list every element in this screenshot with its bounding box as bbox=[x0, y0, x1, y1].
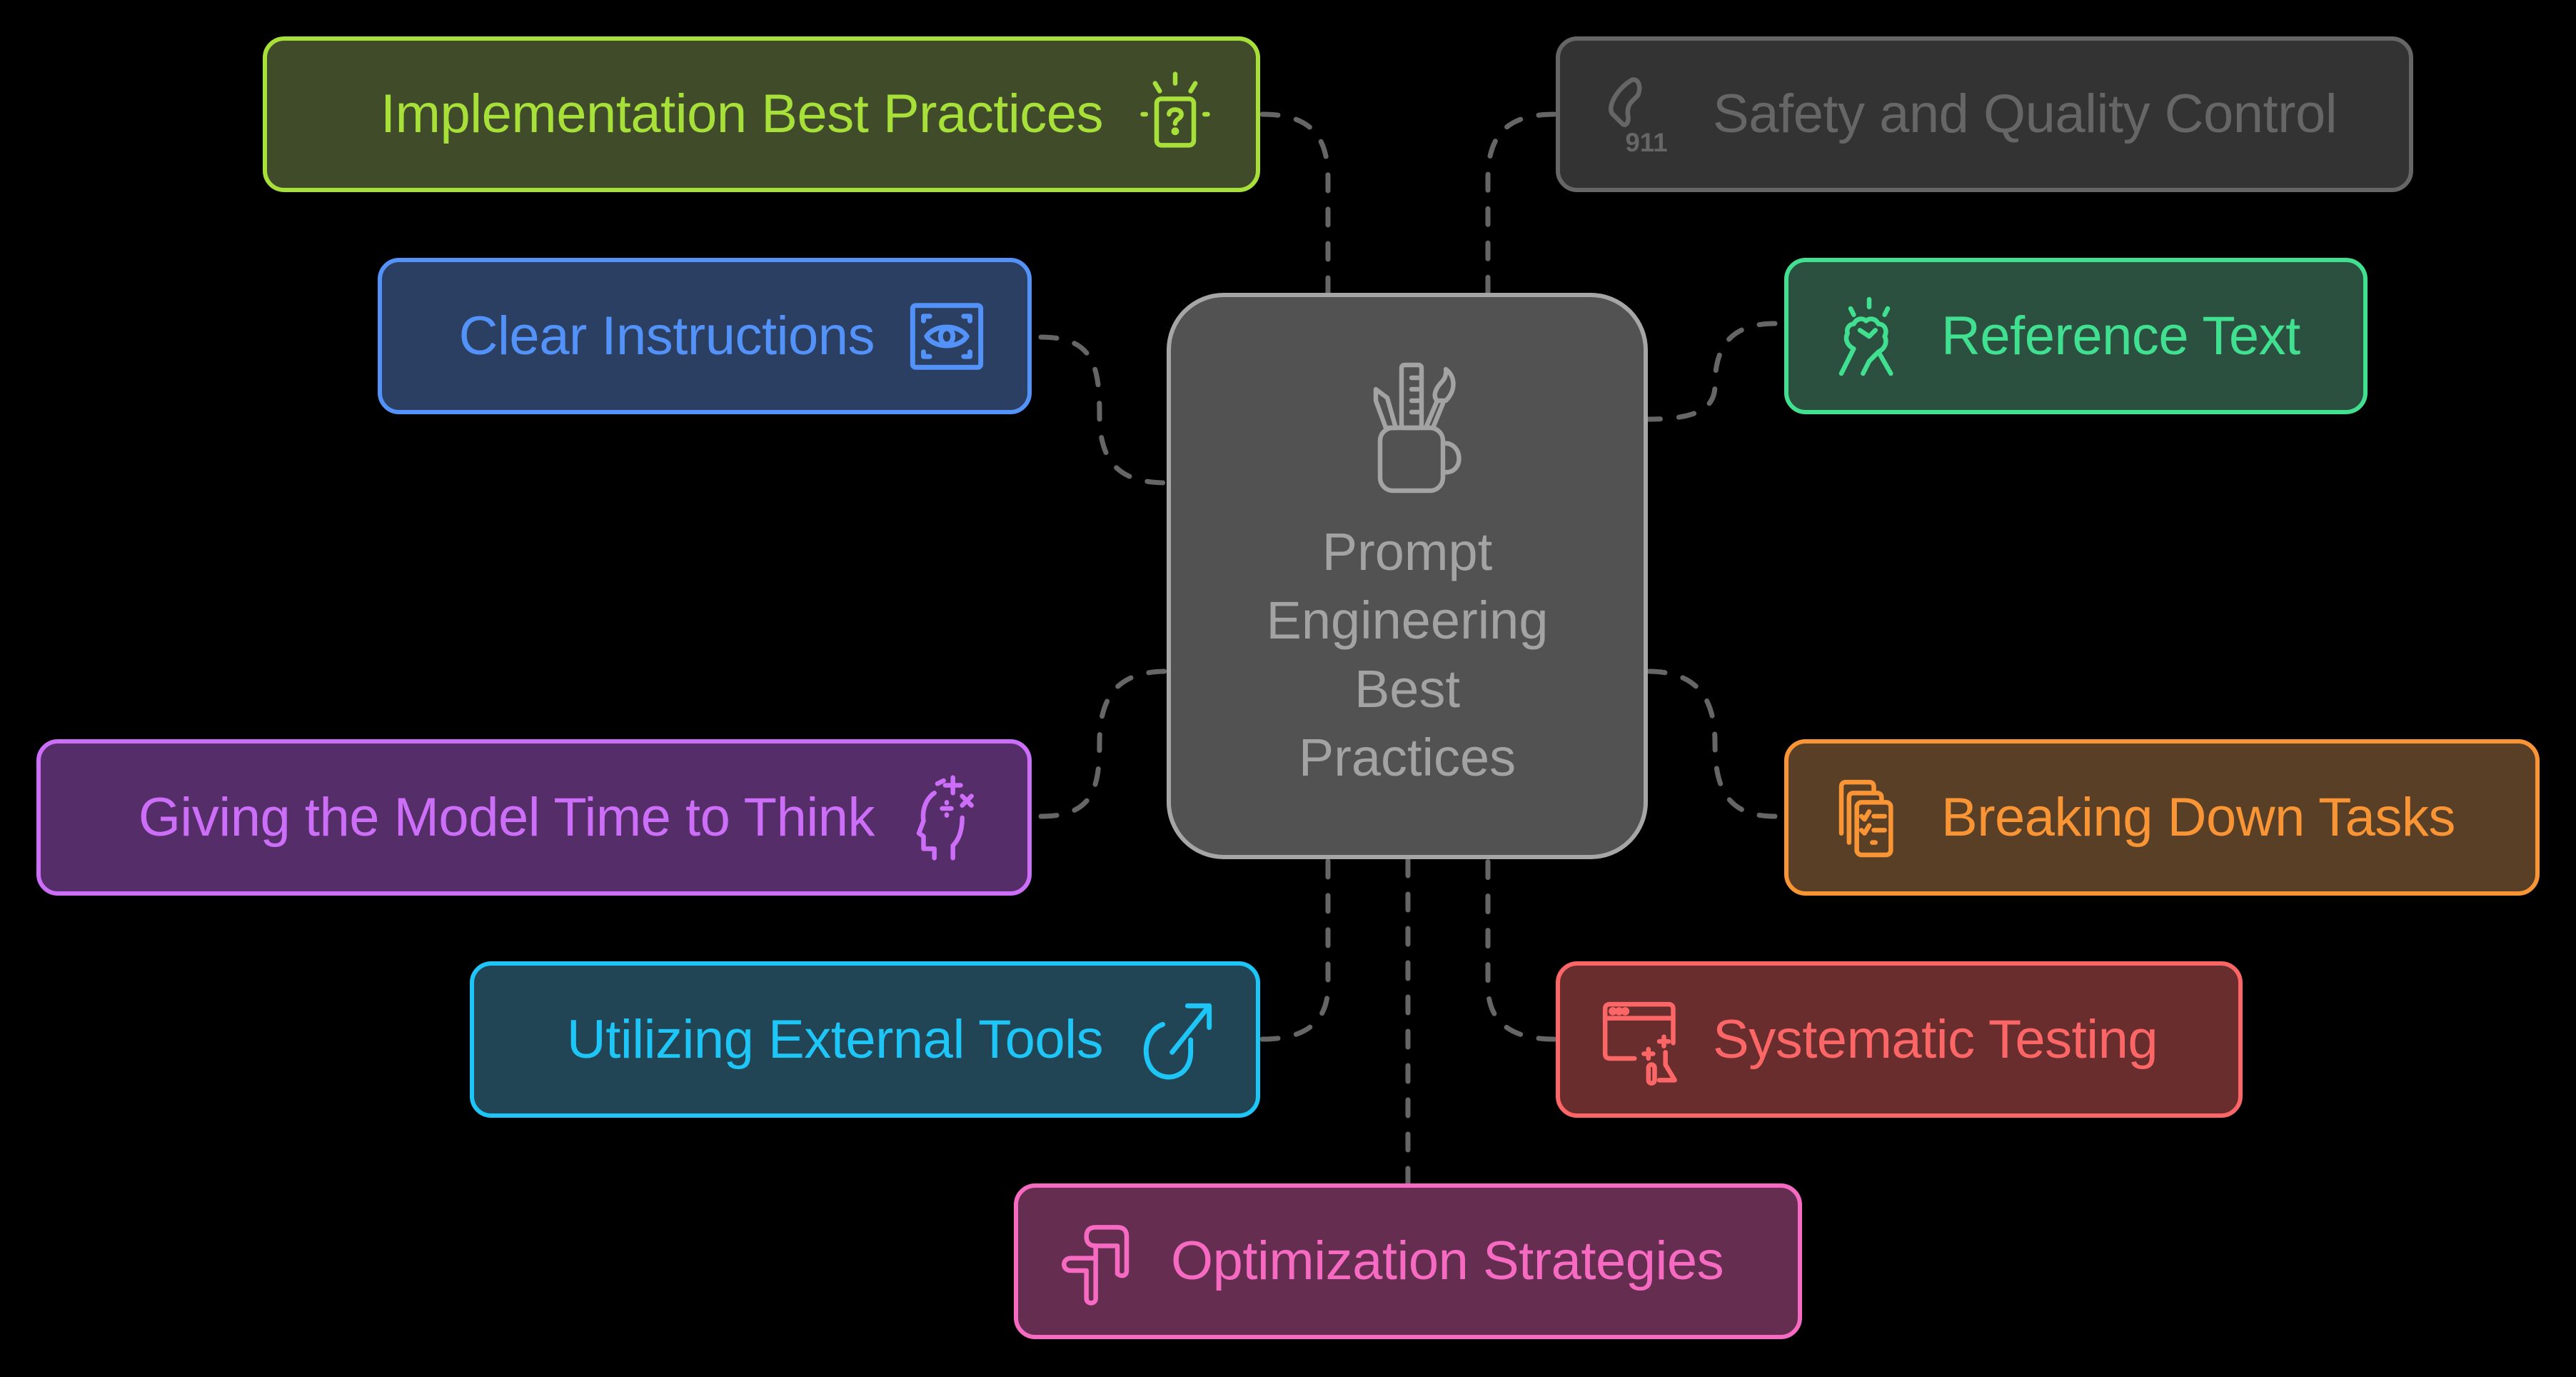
connector-safety bbox=[1485, 111, 1557, 297]
node-label: Giving the Model Time to Think bbox=[138, 786, 875, 848]
node-breaking-down-tasks[interactable]: Breaking Down Tasks bbox=[1784, 739, 2540, 896]
connector-breaking bbox=[1645, 669, 1778, 819]
central-title-line: Engineering bbox=[1266, 590, 1549, 650]
node-safety-and-quality-control[interactable]: 911 Safety and Quality Control bbox=[1556, 36, 2413, 192]
connector-testing bbox=[1485, 857, 1557, 1042]
node-label: Breaking Down Tasks bbox=[1941, 786, 2455, 848]
checklist-stack-icon bbox=[1823, 771, 1916, 864]
connector-reference bbox=[1645, 321, 1778, 422]
browser-flask-icon bbox=[1594, 993, 1687, 1086]
node-label: Utilizing External Tools bbox=[566, 1008, 1104, 1070]
central-title-line: Practices bbox=[1298, 727, 1516, 787]
pencil-ruler-brush-cup-icon bbox=[1343, 361, 1471, 504]
arrow-out-circle-icon bbox=[1129, 993, 1222, 1086]
node-systematic-testing[interactable]: Systematic Testing bbox=[1556, 961, 2243, 1118]
node-label: Reference Text bbox=[1941, 305, 2300, 366]
lightbulb-question-icon bbox=[1129, 68, 1222, 161]
central-title-line: Best bbox=[1354, 659, 1461, 718]
eye-scan-icon bbox=[900, 290, 993, 383]
connector-clear bbox=[1038, 334, 1169, 486]
pipe-flow-icon bbox=[1052, 1215, 1145, 1308]
svg-text:911: 911 bbox=[1625, 128, 1667, 157]
node-label: Optimization Strategies bbox=[1171, 1231, 1724, 1291]
node-optimization-strategies[interactable]: Optimization Strategies bbox=[1014, 1183, 1802, 1339]
node-label: Safety and Quality Control bbox=[1713, 84, 2338, 144]
central-title-line: Prompt bbox=[1322, 521, 1493, 581]
central-topic-title: Prompt Engineering Best Practices bbox=[1207, 518, 1607, 792]
node-reference-text[interactable]: Reference Text bbox=[1784, 258, 2368, 414]
node-utilizing-external-tools[interactable]: Utilizing External Tools bbox=[470, 961, 1260, 1118]
phone-911-icon: 911 bbox=[1594, 68, 1687, 161]
connector-tools bbox=[1259, 857, 1331, 1042]
head-math-icon bbox=[900, 771, 993, 864]
node-implementation-best-practices[interactable]: Implementation Best Practices bbox=[263, 36, 1260, 192]
handshake-clasp-icon bbox=[1823, 290, 1916, 383]
connector-thinking bbox=[1038, 669, 1169, 819]
node-label: Systematic Testing bbox=[1713, 1008, 2158, 1070]
node-label: Implementation Best Practices bbox=[381, 84, 1103, 144]
central-topic-node[interactable]: Prompt Engineering Best Practices bbox=[1167, 293, 1648, 859]
node-label: Clear Instructions bbox=[458, 305, 875, 366]
connector-implementation bbox=[1259, 111, 1331, 297]
node-clear-instructions[interactable]: Clear Instructions bbox=[378, 258, 1032, 414]
node-giving-model-time-to-think[interactable]: Giving the Model Time to Think bbox=[36, 739, 1032, 896]
